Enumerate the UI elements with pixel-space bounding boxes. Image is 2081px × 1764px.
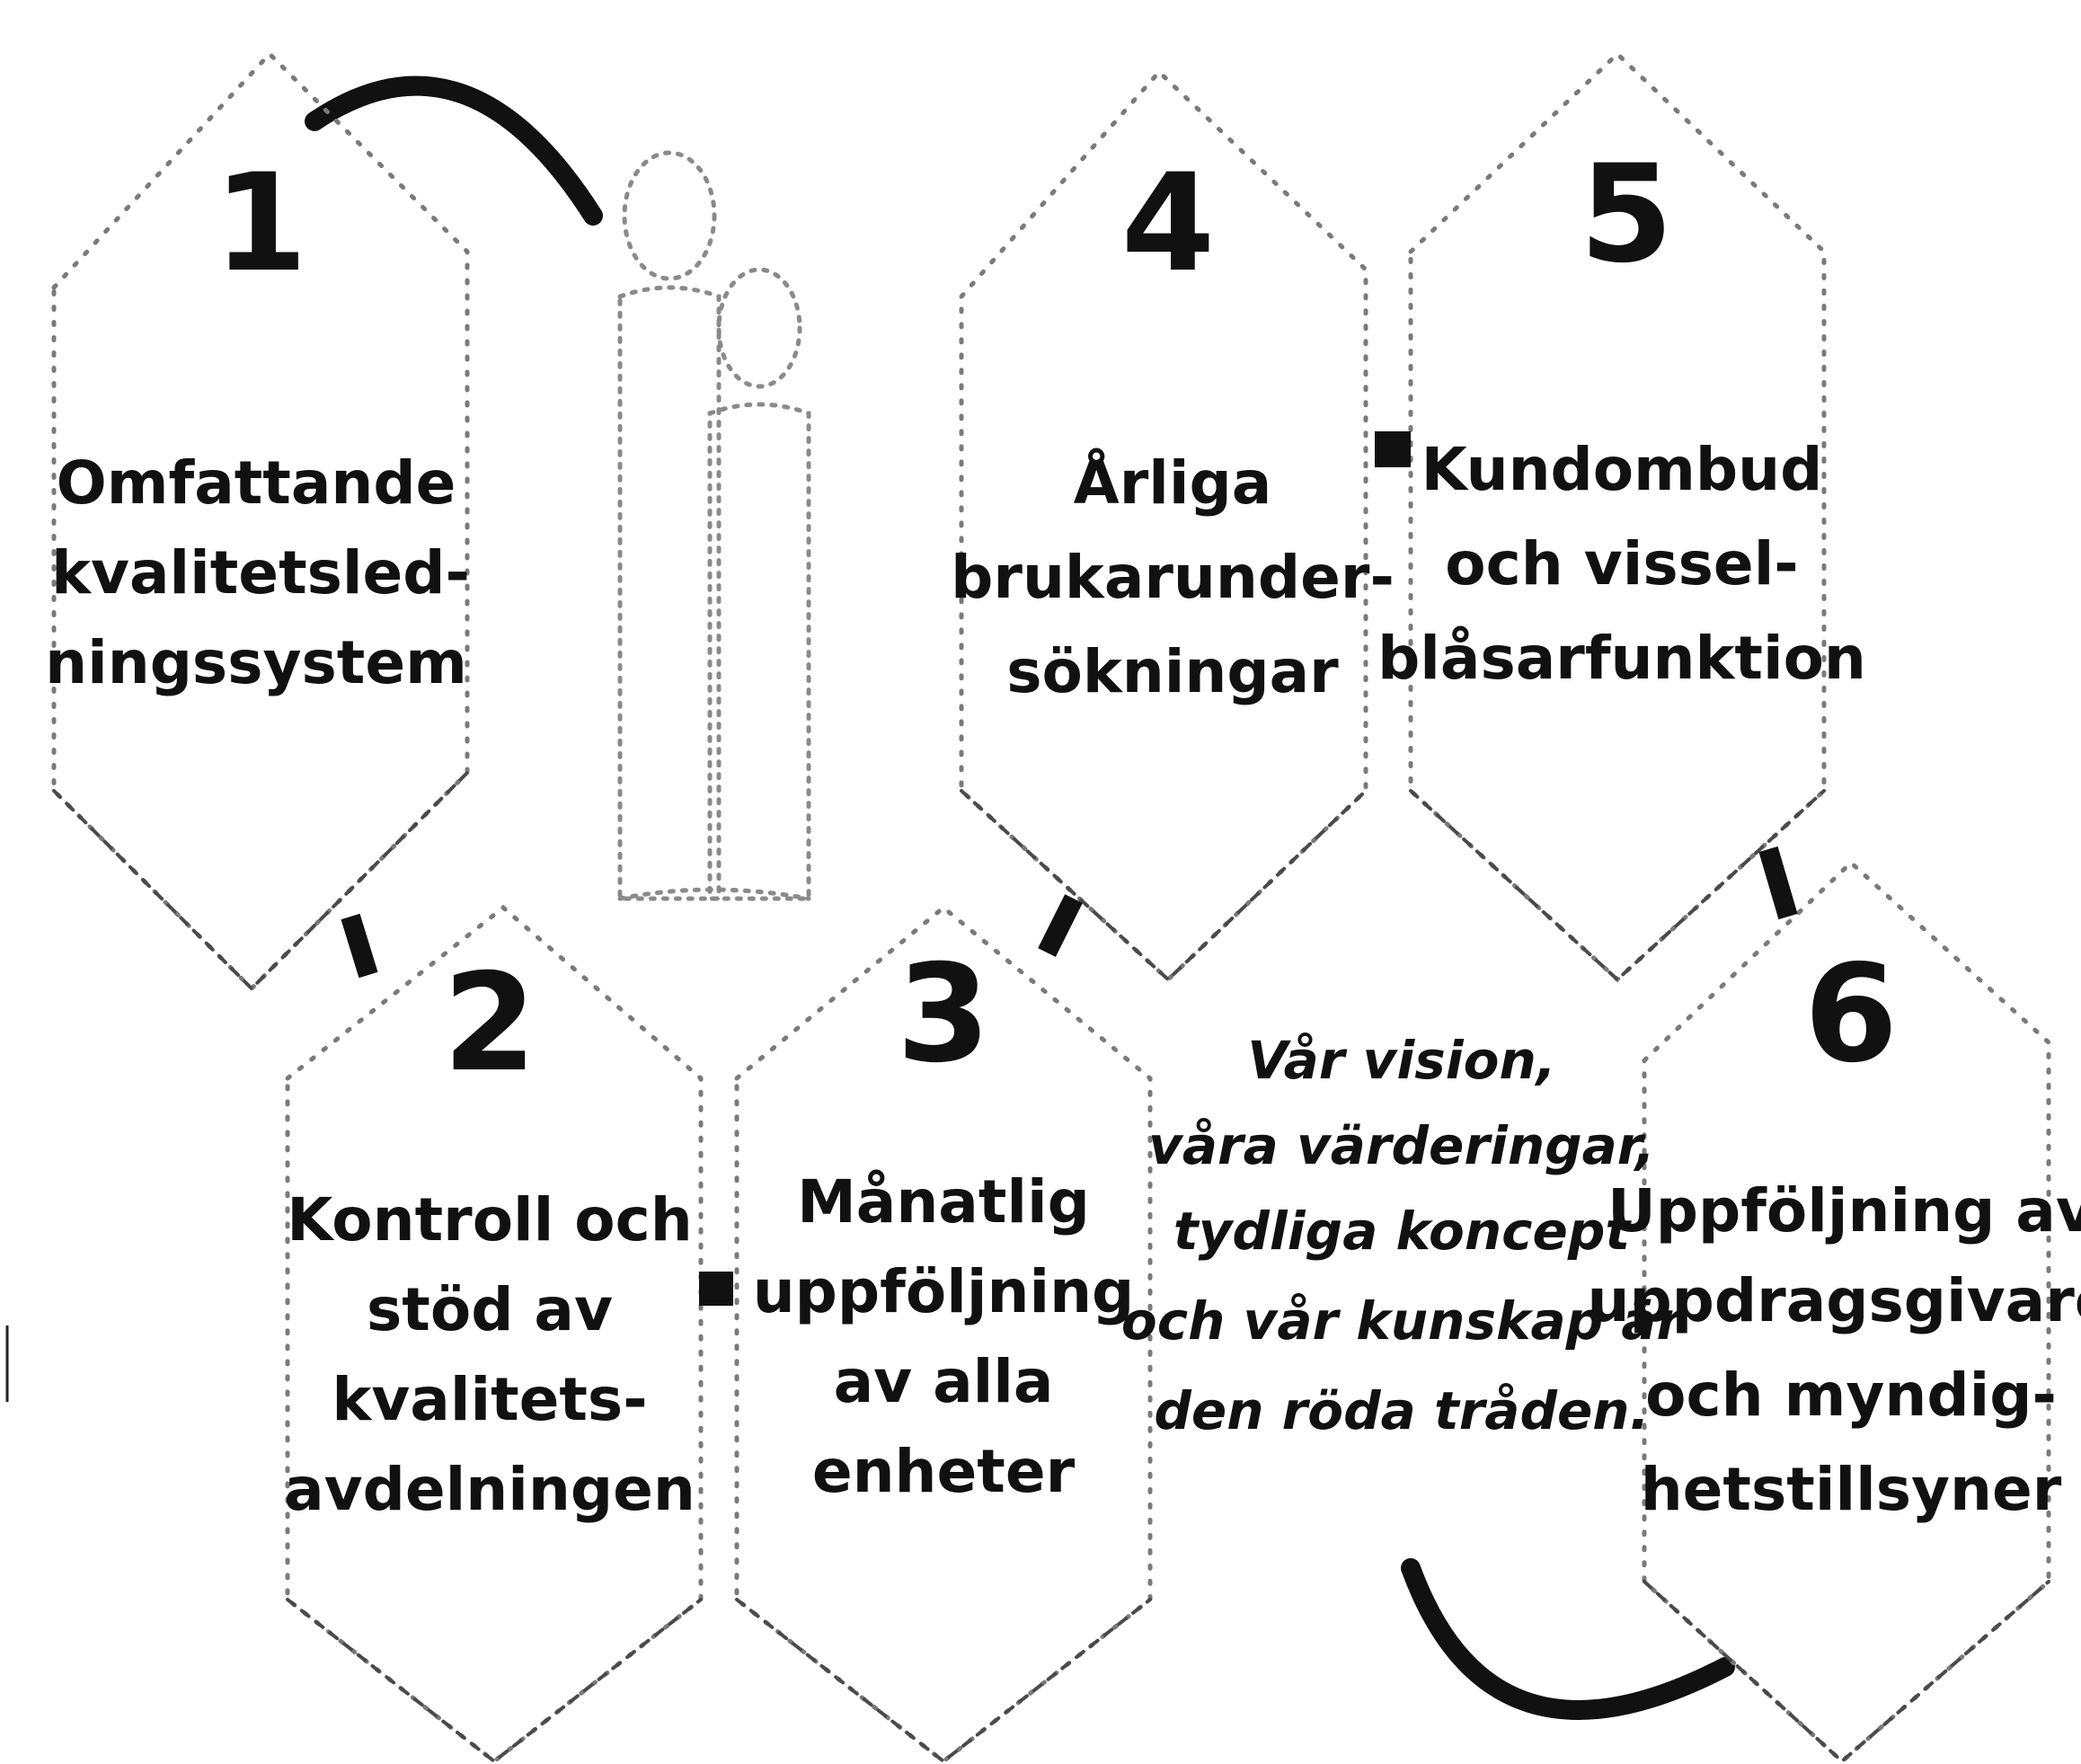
hexagon-6-label-line-3: och myndig-: [1645, 1361, 2057, 1430]
hexagon-5-label-line-3: blåsarfunktion: [1377, 624, 1866, 693]
hexagon-4-label-line-2: brukarunder-: [951, 543, 1395, 612]
hexagon-6-label-line-2: uppdragsgivare: [1587, 1266, 2081, 1335]
hexagon-6-edge: [1643, 1580, 2050, 1764]
hexagon-1-label-line-2: kvalitetsled-: [51, 538, 470, 607]
hexagon-3-label-line-4: enheter: [812, 1437, 1076, 1506]
bottom-arc: [1401, 1558, 1735, 1720]
hexagon-1-label-line-3: ningssystem: [45, 628, 467, 697]
vision-line-5: den röda tråden.: [1154, 1380, 1649, 1441]
hexagon-6-label-line-1: Uppföljning av: [1607, 1176, 2081, 1245]
vision-line-4: och vår kunskap är: [1121, 1290, 1686, 1352]
hexagon-5-number: 5: [1580, 137, 1673, 293]
hexagon-4: 4 Årliga brukarunder- sökningar: [951, 68, 1395, 983]
hexagon-2-label-line-4: avdelningen: [284, 1455, 695, 1524]
hexagon-4-number: 4: [1121, 146, 1215, 302]
top-arc: [305, 75, 603, 226]
hexagon-3-label-line-1: Månatlig: [797, 1167, 1090, 1237]
hexagon-1-number: 1: [214, 146, 307, 302]
hexagon-3-label-line-2: uppföljning: [753, 1257, 1135, 1326]
hexagon-5-label-line-2: och vissel-: [1445, 529, 1798, 598]
hexagon-5-edge: [1409, 789, 1826, 982]
hexagon-1-label-line-1: Omfattande: [57, 448, 456, 518]
hexagon-4-edge: [960, 789, 1368, 982]
hexagon-2-label-line-2: stöd av: [367, 1275, 613, 1344]
connector-1-2: [341, 913, 378, 979]
vision-line-3: tydliga koncept: [1173, 1201, 1633, 1262]
hexagon-4-label-line-3: sökningar: [1006, 637, 1339, 706]
hexagon-3-label-line-3: av alla: [834, 1347, 1054, 1416]
hexagon-2: 2 Kontroll och stöd av kvalitets- avdeln…: [284, 904, 704, 1764]
hexagon-3: 3 Månatlig uppföljning av alla enheter: [734, 904, 1153, 1764]
hexagon-6-number: 6: [1804, 936, 1898, 1093]
connector-4-5: [1375, 431, 1411, 467]
hexagon-4-label-line-1: Årliga: [1074, 448, 1272, 518]
hexagon-5-label-line-1: Kundombud: [1421, 435, 1823, 504]
hexagon-2-number: 2: [443, 945, 536, 1102]
hexagon-6: 6 Uppföljning av uppdragsgivare och mynd…: [1587, 859, 2081, 1764]
hexagon-2-label-line-1: Kontroll och: [287, 1185, 692, 1254]
vision-line-1: Vår vision,: [1247, 1030, 1556, 1091]
hexagon-1-edge: [52, 771, 469, 991]
vision-line-2: våra värderingar,: [1148, 1115, 1655, 1176]
hexagon-2-label-line-3: kvalitets-: [332, 1365, 647, 1434]
hexagon-3-number: 3: [897, 936, 990, 1093]
connector-3-4: [1038, 894, 1083, 957]
hexagon-3-edge: [735, 1598, 1152, 1764]
people-figure-icon: [617, 150, 811, 901]
vision-statement: Vår vision, våra värderingar, tydliga ko…: [1121, 1030, 1686, 1441]
connector-5-6: [1758, 846, 1798, 920]
hexagon-2-edge: [286, 1598, 703, 1764]
connector-2-3: [699, 1272, 733, 1306]
hexagon-6-label-line-4: hetstillsyner: [1641, 1455, 2062, 1524]
hexagon-5: 5 Kundombud och vissel- blåsarfunktion: [1377, 50, 1866, 983]
hexagon-1: 1 Omfattande kvalitetsled- ningssystem: [45, 50, 470, 992]
